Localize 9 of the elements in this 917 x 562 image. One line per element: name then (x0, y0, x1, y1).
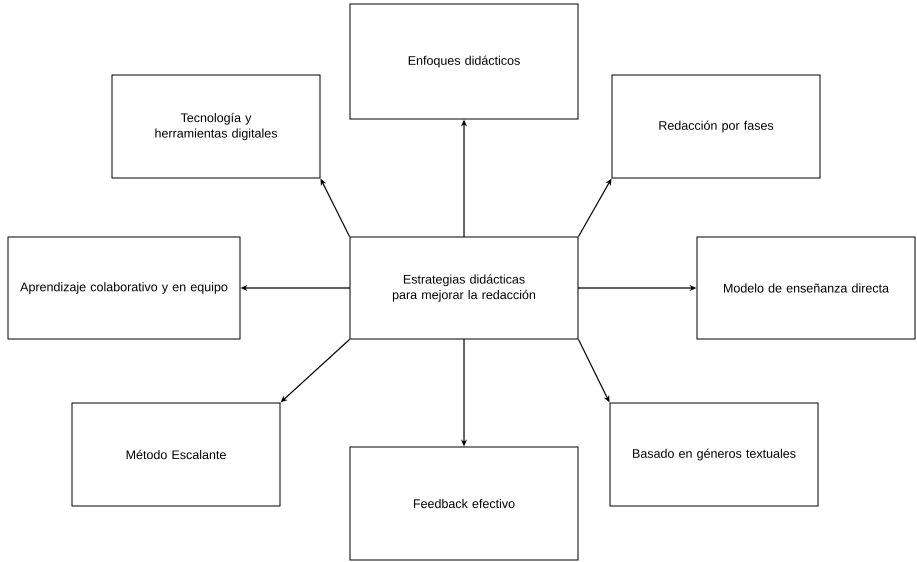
text-box: Feedback efectivo (350, 446, 578, 560)
text-box: Redacción por fases (612, 74, 820, 178)
text-box: Estrategias didácticas para mejorar la redacción (350, 236, 578, 340)
text-box: Aprendizaje colaborativo y en equipo (8, 236, 240, 340)
text-box: Método Escalante (72, 402, 280, 506)
text-box: Tecnología y herramientas digitales (112, 74, 320, 178)
text-box: Enfoques didácticos (350, 4, 578, 120)
text-box: Modelo de enseñanza directa (696, 236, 916, 340)
text-box: Basado en géneros textuales (610, 402, 818, 506)
